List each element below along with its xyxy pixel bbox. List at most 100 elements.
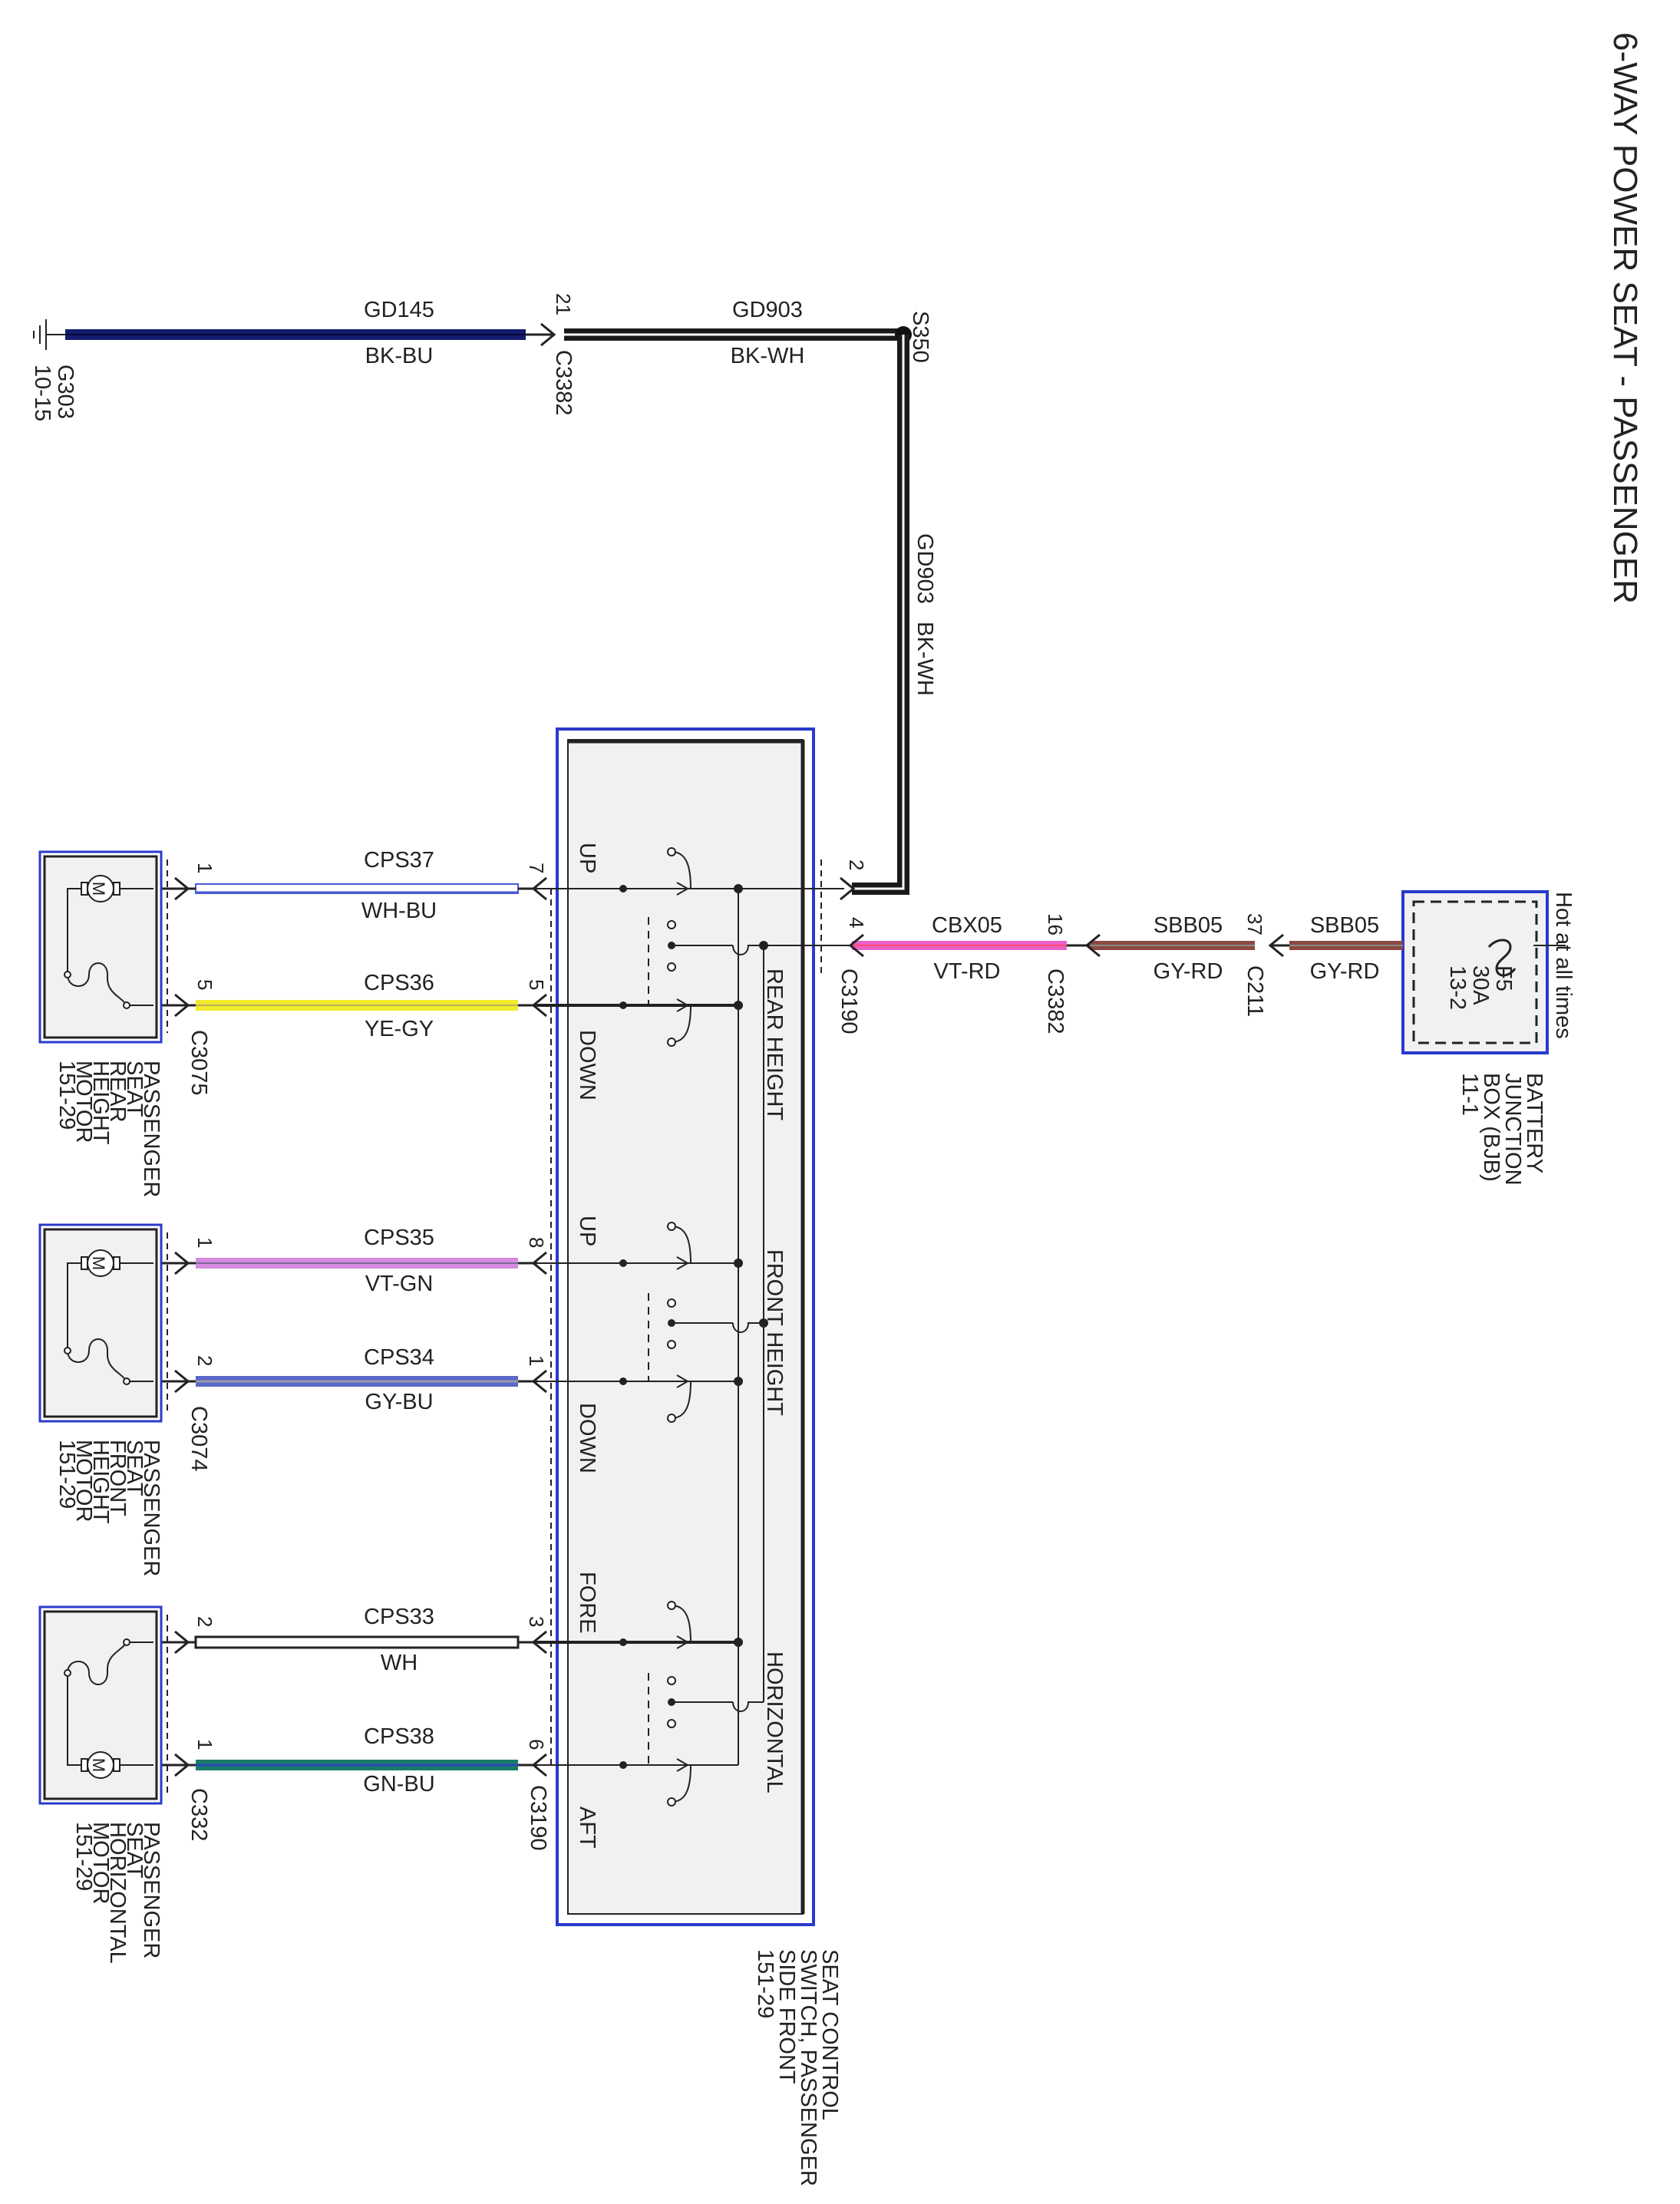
switch-rear-height [537,847,768,1047]
section-front-down: DOWN [575,1403,599,1473]
splice-label: S350 [908,311,932,363]
section-horiz-fore: FORE [575,1572,599,1634]
switch-pin-cps35: 8 [525,1237,548,1248]
motor-pin-cps38: 1 [193,1739,216,1750]
motor-rear-symbol: M [89,882,108,896]
motor-horiz-name-3: HORIZONTAL [105,1822,130,1964]
connector-c3074-name: C3074 [186,1406,211,1471]
section-horiz-name: HORIZONTAL [762,1651,787,1793]
motor-front-name-5: MOTOR [71,1440,96,1522]
connector-c3190-gnd [840,876,856,901]
motor-front-name-3: FRONT [105,1440,130,1516]
wire-cbx05-color: VT-RD [934,959,1001,984]
motor-front-name-6: 151-29 [54,1440,79,1509]
switch-name-1: SEAT CONTROL [817,1949,842,2120]
bjb-name-1: BATTERY [1522,1073,1546,1173]
switch-name-3: SIDE FRONT [774,1949,799,2084]
connector-c3190-pin-4: 4 [845,917,868,928]
motor-front-name-4: HEIGHT [88,1440,113,1524]
motor-horiz-name-4: MOTOR [88,1822,113,1904]
bjb-fuse: F5 [1491,965,1516,991]
motor-pin-cps37: 1 [193,863,216,873]
wire-cps35-color: VT-GN [365,1272,434,1296]
switch-name-2: SWITCH, PASSENGER [796,1949,820,2186]
ground-page: 10-15 [30,365,54,421]
switch-horizontal [537,1601,764,1806]
motor-pin-cps35: 1 [193,1237,216,1248]
wire-cps38-color: GN-BU [363,1772,434,1797]
motor-horizontal [38,1605,168,1805]
ground-symbol [33,319,65,350]
motor-rear-height [38,850,168,1044]
motor-rear-name-2: SEAT [122,1061,147,1117]
connector-c211-name: C211 [1243,965,1267,1017]
fuse-icon [1487,939,1517,977]
switch-pin-cps34: 1 [525,1355,548,1366]
wire-cps34-circuit: CPS34 [364,1345,434,1370]
motor-front-name-1: PASSENGER [139,1440,163,1576]
bjb-amps: 30A [1468,965,1493,1005]
wire-sbb05-b-circuit: SBB05 [1310,913,1379,938]
switch-pin-cps38: 6 [525,1739,548,1750]
switch-internal-bus [738,888,852,1765]
wire-gd903-h-color: BK-WH [731,344,805,368]
motor-rear-name-3: REAR [105,1061,130,1123]
connector-c3190-left [518,876,547,1777]
motor-front-height [38,1223,168,1423]
connector-c3382-top-pin: 21 [552,293,575,315]
wire-gd903-h-circuit: GD903 [732,298,803,322]
motor-rear-name-4: HEIGHT [88,1061,113,1145]
motor-horiz-name-1: PASSENGER [139,1822,163,1958]
connector-c3190-left-name: C3190 [526,1785,550,1850]
ground-ref: G303 [53,365,78,419]
switch-name-4: 151-29 [753,1949,777,2018]
wire-sbb05-a-color: GY-RD [1154,959,1223,984]
wire-cps33-circuit: CPS33 [364,1605,434,1629]
wire-cps35-circuit: CPS35 [364,1226,434,1250]
connector-c3382-mid-name: C3382 [1043,968,1068,1034]
connector-c211-pin: 37 [1243,913,1266,935]
connector-c3190-pin-2: 2 [845,859,868,870]
motor-horiz-symbol: M [89,1758,108,1772]
page-title: 6-WAY POWER SEAT - PASSENGER [1606,32,1644,604]
motor-front-symbol: M [89,1256,108,1270]
seat-control-switch-module [550,728,815,1926]
bjb-name-3: BOX (BJB) [1479,1073,1503,1182]
bjb-name-2: JUNCTION [1500,1073,1525,1186]
motor-pin-cps34: 2 [193,1355,216,1366]
wire-cps34-color: GY-BU [365,1390,433,1414]
section-rear-name: REAR HEIGHT [762,968,787,1120]
motor-rear-name-5: MOTOR [71,1061,96,1143]
wire-gd903-v-circuit: GD903 [913,533,937,604]
motor-rear-name-6: 151-29 [54,1061,79,1130]
wire-cbx05-circuit: CBX05 [932,913,1002,938]
motor-pin-cps33: 2 [193,1616,216,1627]
wire-cps33-color: WH [381,1651,418,1675]
connector-c3382-top-name: C3382 [551,350,576,415]
battery-junction-box [1401,890,1566,1054]
connector-c332-name: C332 [186,1788,211,1841]
switch-pin-cps36: 5 [525,979,548,990]
bjb-name-4: 11-1 [1457,1073,1482,1116]
connector-c3382-mid-pin: 16 [1044,913,1067,935]
section-front-up: UP [575,1216,599,1246]
motor-horiz-name-2: SEAT [122,1822,147,1879]
wire-cps38-circuit: CPS38 [364,1724,434,1749]
wire-sbb05-b-color: GY-RD [1310,959,1380,984]
wire-gd903-v-color: BK-WH [913,622,937,696]
wire-gd145-circuit: GD145 [364,298,434,322]
section-rear-down: DOWN [575,1030,599,1100]
wire-cps36-circuit: CPS36 [364,971,434,995]
wire-cps37-color: WH-BU [361,899,437,923]
bjb-hot-label: Hot at all times [1551,892,1576,1039]
wire-cps36-color: YE-GY [365,1017,434,1041]
switch-pin-cps33: 3 [525,1616,548,1627]
connector-c3190-right-name: C3190 [837,968,861,1034]
bjb-fuse-ref: 13-2 [1445,965,1470,1010]
section-horiz-aft: AFT [575,1806,599,1849]
section-front-name: FRONT HEIGHT [762,1249,787,1416]
wire-cps37-circuit: CPS37 [364,848,434,873]
switch-front-height [537,1222,768,1423]
section-rear-up: UP [575,843,599,873]
